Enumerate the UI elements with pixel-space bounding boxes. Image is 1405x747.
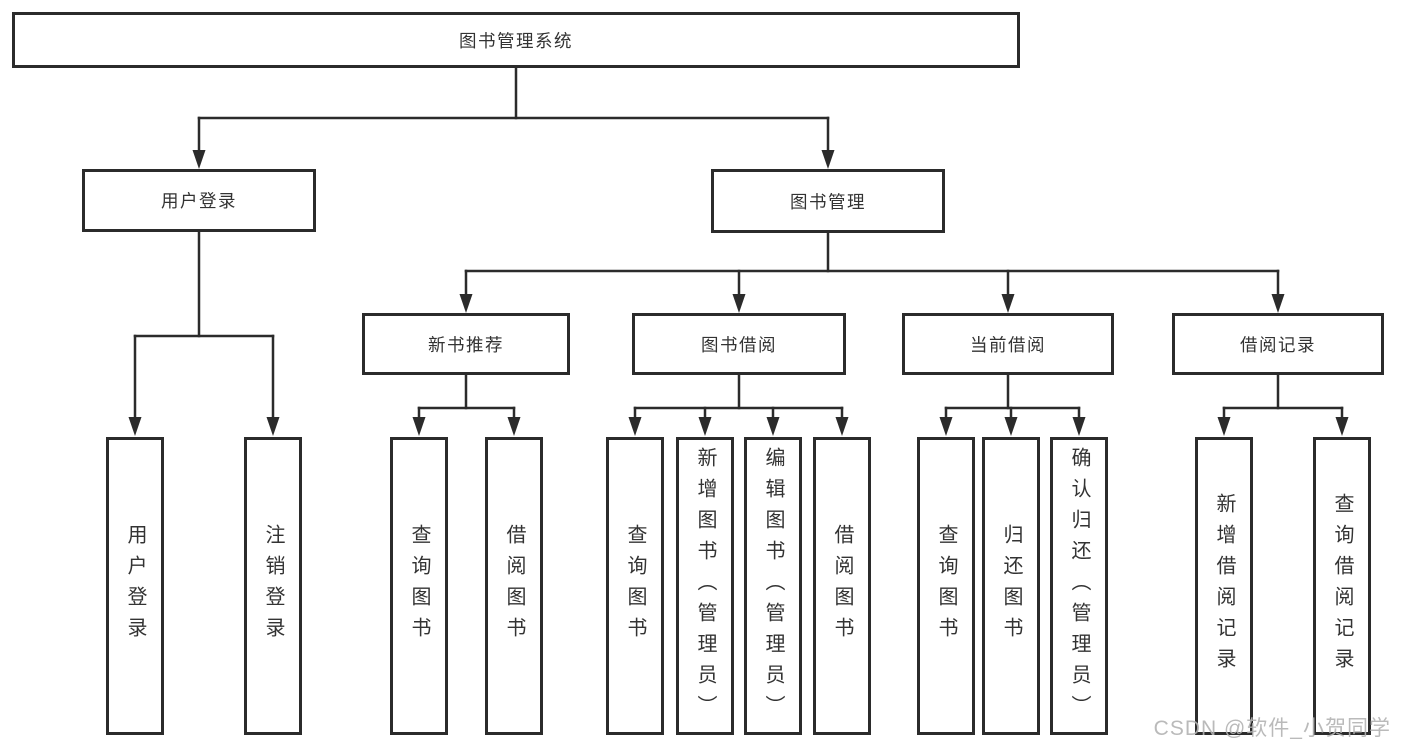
leaf-logout: 注销登录 xyxy=(244,437,302,735)
leaf-borrow-add-books-admin: 新增图书（管理员） xyxy=(676,437,734,735)
leaf-recommend-borrow-books: 借阅图书 xyxy=(485,437,543,735)
node-book-management: 图书管理 xyxy=(711,169,945,233)
csdn-watermark: CSDN @软件_小贺同学 xyxy=(1153,717,1391,740)
leaf-recommend-query-books: 查询图书 xyxy=(390,437,448,735)
node-user-login: 用户登录 xyxy=(82,169,316,232)
leaf-records-add-record: 新增借阅记录 xyxy=(1195,437,1253,735)
leaf-records-query-record: 查询借阅记录 xyxy=(1313,437,1371,735)
leaf-borrow-edit-books-admin: 编辑图书（管理员） xyxy=(744,437,802,735)
node-current-borrow: 当前借阅 xyxy=(902,313,1114,375)
node-new-book-recommend: 新书推荐 xyxy=(362,313,570,375)
leaf-current-query-books: 查询图书 xyxy=(917,437,975,735)
node-borrow-records: 借阅记录 xyxy=(1172,313,1384,375)
leaf-current-return-books: 归还图书 xyxy=(982,437,1040,735)
leaf-current-confirm-return-admin: 确认归还（管理员） xyxy=(1050,437,1108,735)
leaf-user-login: 用户登录 xyxy=(106,437,164,735)
node-library-management-system: 图书管理系统 xyxy=(12,12,1020,68)
leaf-borrow-query-books: 查询图书 xyxy=(606,437,664,735)
node-book-borrow: 图书借阅 xyxy=(632,313,846,375)
leaf-borrow-borrow-books: 借阅图书 xyxy=(813,437,871,735)
